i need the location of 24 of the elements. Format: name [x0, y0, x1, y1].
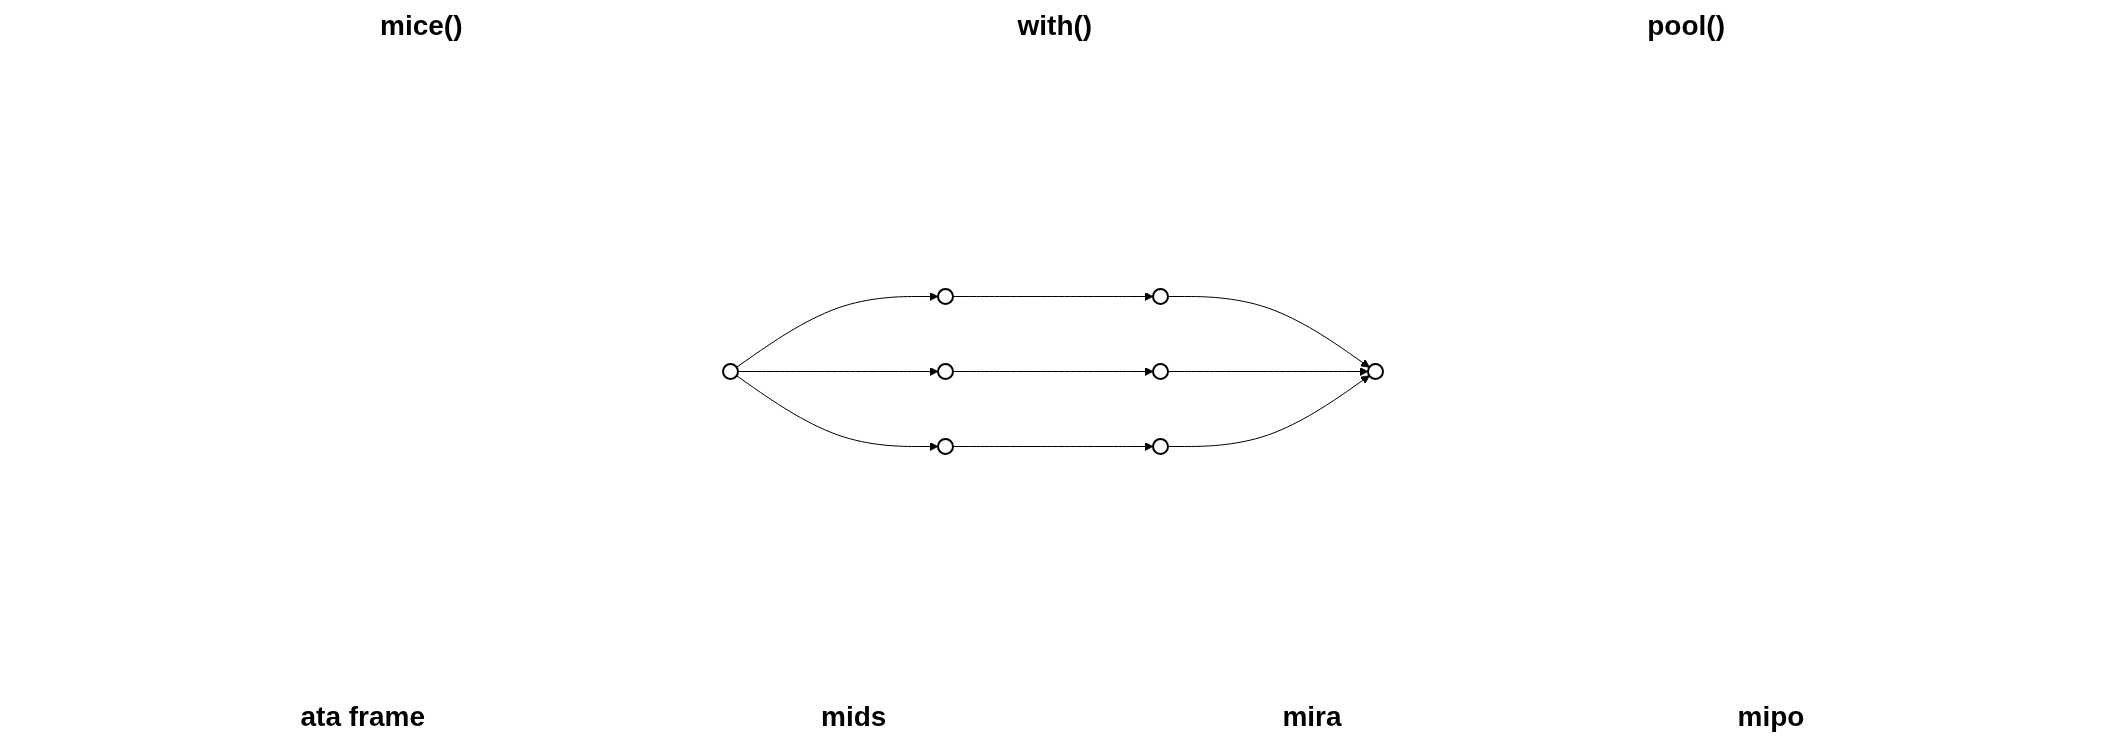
arrow	[737, 367, 938, 376]
column-label: mids	[821, 701, 887, 733]
node-circle	[721, 363, 739, 380]
arrow	[1167, 367, 1368, 376]
column-label: mira	[1282, 701, 1342, 733]
column-label: mipo	[1737, 701, 1805, 733]
column-label: pool()	[1647, 10, 1725, 42]
column-label: with()	[1017, 10, 1093, 42]
arrow	[735, 375, 938, 451]
node-circle	[1151, 438, 1169, 455]
node-circle	[1151, 288, 1169, 305]
column-label: ata frame	[300, 701, 425, 733]
arrow	[1167, 375, 1370, 447]
arrow	[735, 292, 938, 368]
node-circle	[1151, 363, 1169, 380]
column-label: mice()	[380, 10, 463, 42]
arrow	[1167, 296, 1370, 368]
arrow	[952, 367, 1153, 376]
node-circle	[936, 288, 954, 305]
arrow	[952, 292, 1153, 301]
node-circle	[936, 363, 954, 380]
node-circle	[936, 438, 954, 455]
arrow	[952, 442, 1153, 451]
node-circle	[1366, 363, 1384, 380]
